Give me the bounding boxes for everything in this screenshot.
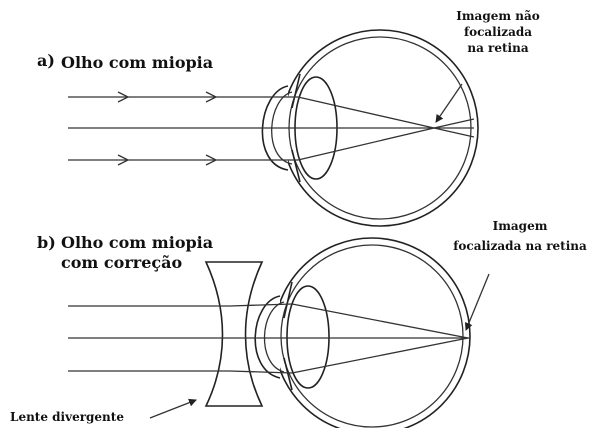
annotation-a-pointer	[435, 83, 463, 123]
eye-b-cornea-inner	[263, 301, 285, 373]
ray-a-bottom-arrow-2-icon	[205, 154, 218, 166]
diverging-lens	[204, 261, 264, 407]
panel-a-tag: a)	[37, 51, 55, 70]
eye-b-iris-bottom	[283, 357, 293, 391]
annotation-a-line-1: Imagem não	[456, 9, 540, 23]
eye-a-iris-bottom	[291, 149, 301, 183]
panel-a: a) Olho com miopia Imagem não focalizada…	[37, 9, 540, 227]
rays-a	[68, 91, 475, 166]
annotation-b-line-1: Imagem	[493, 219, 548, 233]
panel-b-title-line-1: Olho com miopia	[61, 233, 213, 252]
ray-a-bottom-arrow-1-icon	[117, 154, 130, 166]
ray-a-bottom-refracted	[297, 127, 435, 161]
ray-b-top-diverged	[229, 303, 293, 307]
ray-b-top-refracted	[291, 303, 469, 339]
ray-a-top-arrow-2-icon	[205, 91, 218, 103]
ray-a-top-diverging	[433, 127, 475, 138]
ray-b-bottom-refracted	[291, 337, 469, 374]
eye-a-iris-top	[291, 73, 301, 109]
panel-b: b) Olho com miopia com correção Imagem f…	[10, 219, 587, 432]
annotation-b-pointer	[464, 273, 490, 331]
lens-label: Lente divergente	[10, 410, 124, 424]
panel-b-tag: b)	[37, 233, 56, 252]
annotation-a-line-2: focalizada	[464, 25, 532, 39]
eye-b-sclera-inner	[280, 244, 464, 428]
ray-a-top-refracted	[297, 96, 435, 129]
panel-a-title: Olho com miopia	[61, 53, 213, 72]
ray-a-top-arrow-1-icon	[117, 91, 130, 103]
annotation-b-line-2: focalizada na retina	[453, 239, 587, 253]
eye-b-cornea	[254, 295, 281, 379]
annotation-a-line-3: na retina	[467, 41, 528, 55]
eye-b-lens	[286, 285, 330, 389]
eye-b-iris-top	[283, 281, 293, 319]
rays-b	[68, 303, 470, 374]
eye-b	[254, 237, 471, 432]
panel-b-title-line-2: com correção	[61, 253, 182, 272]
ray-b-bottom-diverged	[229, 370, 293, 374]
ray-a-bottom-diverging	[433, 118, 475, 129]
lens-label-pointer	[149, 398, 197, 419]
